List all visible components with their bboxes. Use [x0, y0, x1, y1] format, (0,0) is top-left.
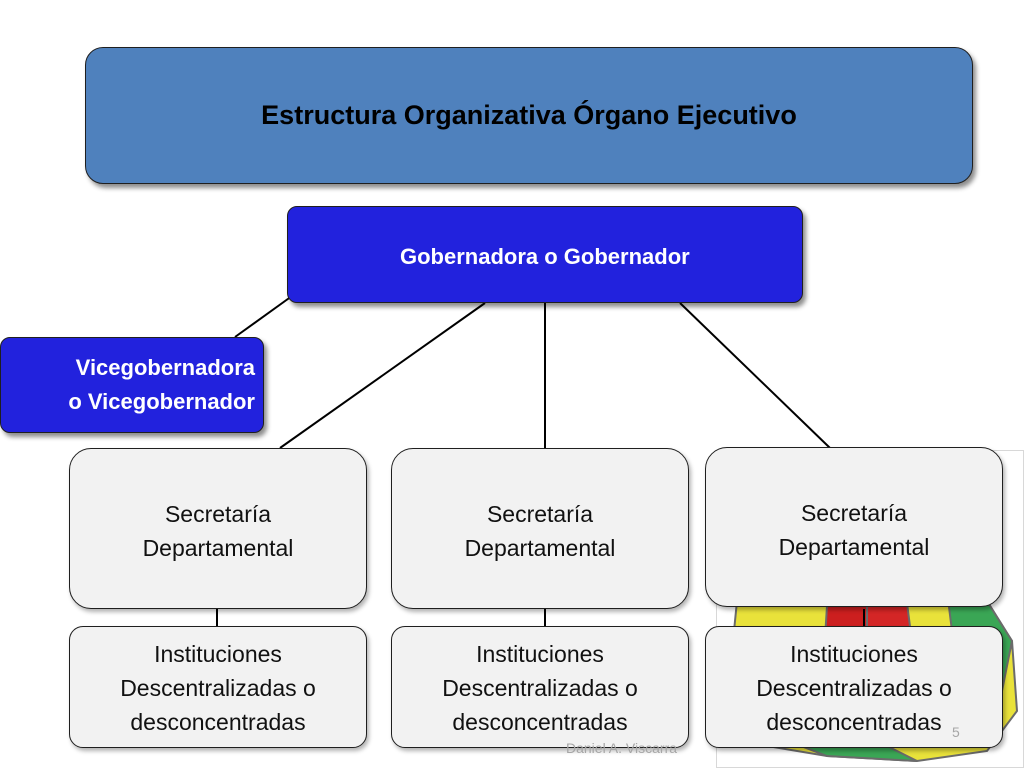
secretaria-line-1: Secretaría	[164, 501, 272, 527]
institucion-line-3: desconcentradas	[452, 709, 628, 735]
secretaria-node-1: Secretaría Departamental	[69, 448, 367, 609]
institucion-line-1: Instituciones	[476, 641, 604, 667]
institucion-line-2: Descentralizadas o	[120, 675, 316, 701]
vice-governor-label: Vicegobernadora o Vicegobernador	[68, 351, 255, 419]
secretaria-label: Secretaría Departamental	[465, 497, 616, 565]
connector-governor-secretaria-1	[279, 302, 486, 449]
institucion-line-2: Descentralizadas o	[442, 675, 638, 701]
secretaria-line-2: Departamental	[142, 535, 294, 561]
secretaria-label: Secretaría Departamental	[779, 496, 930, 564]
institucion-node-1: Instituciones Descentralizadas o desconc…	[69, 626, 367, 748]
vice-governor-node: Vicegobernadora o Vicegobernador	[0, 337, 264, 433]
governor-label: Gobernadora o Gobernador	[400, 244, 690, 269]
secretaria-line-2: Departamental	[778, 534, 930, 560]
page-number: 5	[952, 724, 960, 740]
institucion-line-3: desconcentradas	[766, 709, 942, 735]
institucion-node-3: Instituciones Descentralizadas o desconc…	[705, 626, 1003, 748]
secretaria-line-1: Secretaría	[800, 500, 908, 526]
institucion-label: Instituciones Descentralizadas o desconc…	[120, 637, 316, 739]
connector-governor-vice	[234, 295, 293, 338]
vice-governor-line-1: Vicegobernadora	[75, 355, 255, 380]
chart-title: Estructura Organizativa Órgano Ejecutivo	[261, 100, 797, 130]
governor-node: Gobernadora o Gobernador	[287, 206, 803, 303]
vice-governor-line-2: o Vicegobernador	[68, 389, 255, 414]
footer-author: Daniel A. Viscarra	[566, 740, 678, 756]
institucion-label: Instituciones Descentralizadas o desconc…	[442, 637, 638, 739]
connector-governor-secretaria-3	[679, 302, 831, 449]
secretaria-node-2: Secretaría Departamental	[391, 448, 689, 609]
institucion-label: Instituciones Descentralizadas o desconc…	[756, 637, 952, 739]
institucion-line-1: Instituciones	[154, 641, 282, 667]
chart-title-box: Estructura Organizativa Órgano Ejecutivo	[85, 47, 973, 184]
secretaria-line-2: Departamental	[464, 535, 616, 561]
secretaria-line-1: Secretaría	[486, 501, 594, 527]
secretaria-node-3: Secretaría Departamental	[705, 447, 1003, 607]
institucion-line-1: Instituciones	[790, 641, 918, 667]
institucion-line-2: Descentralizadas o	[756, 675, 952, 701]
institucion-line-3: desconcentradas	[130, 709, 306, 735]
secretaria-label: Secretaría Departamental	[143, 497, 294, 565]
institucion-node-2: Instituciones Descentralizadas o desconc…	[391, 626, 689, 748]
